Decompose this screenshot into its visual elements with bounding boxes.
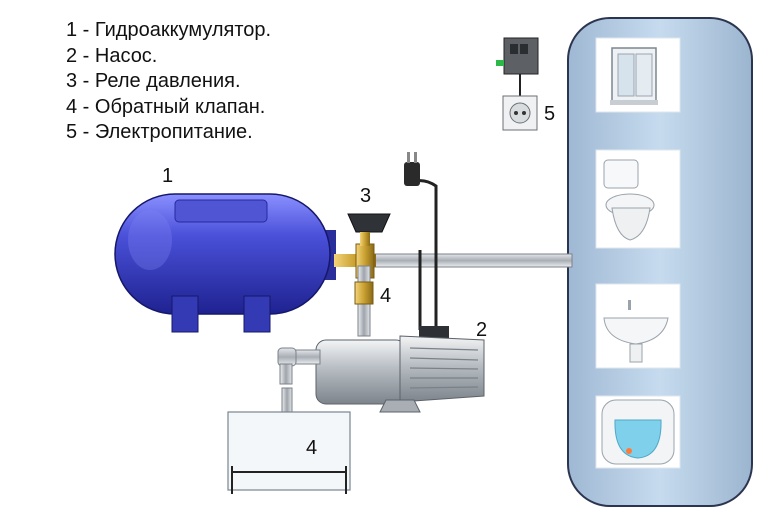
- accumulator-tank: [114, 193, 336, 333]
- callout-power-supply: 5: [544, 103, 556, 125]
- toilet-icon: [603, 159, 655, 241]
- power-supply: [496, 37, 539, 131]
- water-heater-icon: [601, 399, 675, 465]
- legend-item-check-valve: 4 - Обратный клапан.: [66, 95, 266, 118]
- callout-accumulator: 1: [162, 165, 174, 187]
- callout-check-valve-top: 4: [380, 285, 392, 307]
- shower-cabin-icon: [610, 47, 658, 105]
- power-cable: [404, 152, 438, 330]
- callout-pump: 2: [476, 319, 488, 341]
- sink-icon: [603, 300, 669, 363]
- sink-card: [595, 283, 681, 369]
- legend-item-power-supply: 5 - Электропитание.: [66, 121, 253, 143]
- breaker-icon: [496, 37, 539, 75]
- legend-item-accumulator: 1 - Гидроаккумулятор.: [66, 19, 272, 41]
- pump: [291, 326, 485, 413]
- supply-pipe: [371, 253, 573, 268]
- socket-icon: [502, 95, 538, 131]
- legend-item-pressure-relay: 3 - Реле давления.: [66, 70, 241, 92]
- well: [227, 411, 351, 494]
- pump-riser-pipe: [354, 265, 374, 337]
- callout-check-valve-bottom: 4: [306, 437, 318, 459]
- water-heater-card: [595, 395, 681, 469]
- plug-icon: [404, 152, 420, 186]
- toilet-card: [595, 149, 681, 249]
- legend: 1 - Гидроаккумулятор. 2 - Насос. 3 - Рел…: [66, 18, 271, 146]
- legend-item-pump: 2 - Насос.: [66, 44, 158, 67]
- callout-pressure-relay: 3: [360, 185, 372, 207]
- pressure-relay: [347, 213, 391, 246]
- shower-cabin-card: [595, 37, 681, 113]
